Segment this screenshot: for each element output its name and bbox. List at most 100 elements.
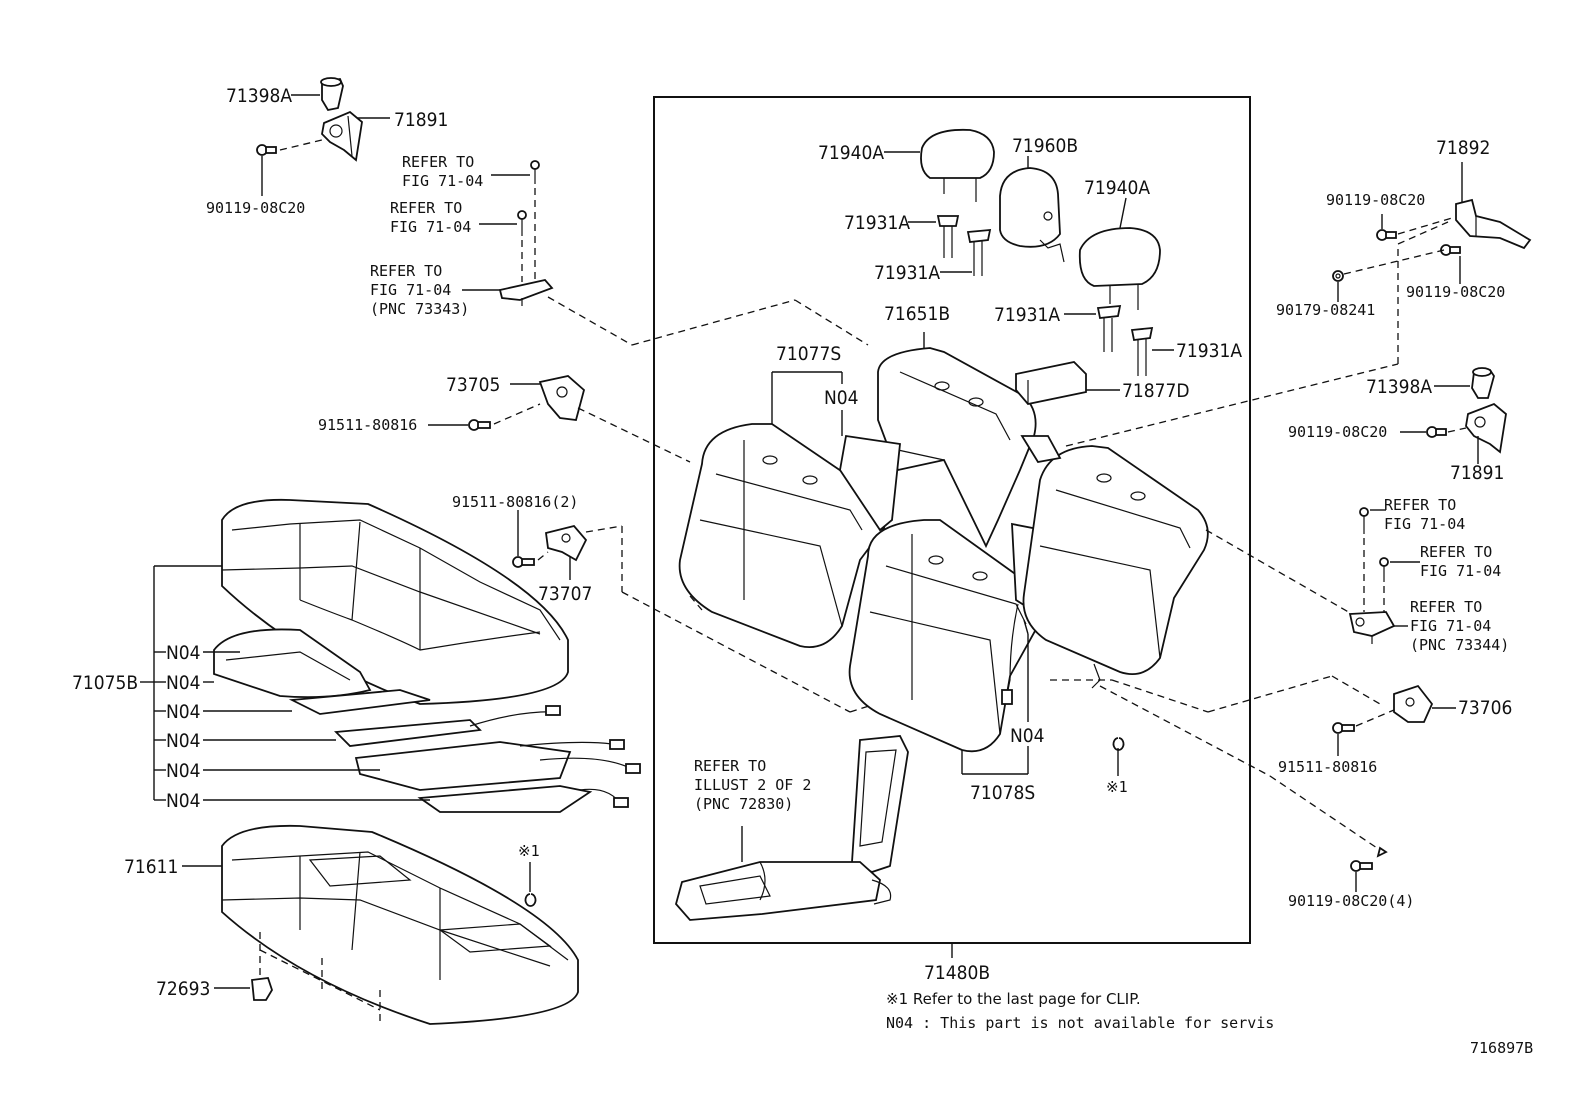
cushion-pad-2 bbox=[288, 689, 431, 715]
label-91511-left: 91511-80816 bbox=[318, 416, 417, 434]
note-n04: N04 : This part is not available for ser… bbox=[886, 1014, 1274, 1032]
ref-b-line2: FIG 71-04 bbox=[390, 218, 471, 236]
ref-c-line3: (PNC 73343) bbox=[370, 300, 469, 318]
clip-icon-left bbox=[524, 893, 537, 907]
bracket-71891-right bbox=[1465, 402, 1507, 454]
support-71931A-2 bbox=[966, 228, 992, 276]
armrest-72830 bbox=[675, 735, 909, 921]
label-71892: 71892 bbox=[1436, 137, 1490, 159]
label-71940A-2: 71940A bbox=[1084, 177, 1150, 199]
label-73707: 73707 bbox=[538, 583, 592, 605]
label-clip-left: ※1 bbox=[518, 842, 540, 860]
label-90119-r1: 90119-08C20 bbox=[1326, 191, 1425, 209]
label-n04-6: N04 bbox=[166, 790, 201, 812]
clip-72693 bbox=[251, 977, 273, 1001]
ref-a-line2: FIG 71-04 bbox=[402, 172, 483, 190]
label-n04-3: N04 bbox=[166, 701, 201, 723]
label-71078S: 71078S bbox=[970, 782, 1035, 804]
ref-g-line1: REFER TO bbox=[1410, 598, 1482, 616]
headrest-71940A-right bbox=[1078, 227, 1161, 310]
ref-f-line1: REFER TO bbox=[1420, 543, 1492, 561]
ref-c-line2: FIG 71-04 bbox=[370, 281, 451, 299]
label-73705: 73705 bbox=[446, 374, 500, 396]
bolt-91511-right bbox=[1332, 722, 1355, 734]
screw-ref-a bbox=[530, 160, 540, 184]
ref-c-line1: REFER TO bbox=[370, 262, 442, 280]
screw-ref-b bbox=[517, 210, 527, 236]
label-71877D: 71877D bbox=[1122, 380, 1190, 402]
support-71931A-4 bbox=[1130, 326, 1154, 376]
bolt-90119-r1 bbox=[1376, 229, 1397, 241]
heater-mat-2 bbox=[354, 739, 641, 791]
bolt-90119-r2 bbox=[1440, 244, 1461, 256]
label-90119-r4: 90119-08C20(4) bbox=[1288, 892, 1414, 910]
label-71931A-1: 71931A bbox=[844, 212, 910, 234]
bracket-71892 bbox=[1455, 198, 1532, 250]
label-n04-1: N04 bbox=[166, 642, 201, 664]
label-71931A-4: 71931A bbox=[1176, 340, 1242, 362]
seat-cushion-cover-71611 bbox=[221, 824, 579, 1025]
support-71931A-1 bbox=[936, 215, 960, 258]
ref-e-line2: FIG 71-04 bbox=[1384, 515, 1465, 533]
label-71651B: 71651B bbox=[884, 303, 950, 325]
pad-n04-center bbox=[839, 434, 901, 532]
label-91511-2: 91511-80816(2) bbox=[452, 493, 578, 511]
ref-b-line1: REFER TO bbox=[390, 199, 462, 217]
bolt-90119-left bbox=[256, 144, 277, 156]
bracket-73706 bbox=[1393, 684, 1434, 723]
seatback-right-71078S bbox=[848, 519, 1045, 753]
bolt-91511-left bbox=[468, 419, 491, 431]
ref-f-line2: FIG 71-04 bbox=[1420, 562, 1501, 580]
bolt-90119-r3 bbox=[1426, 426, 1447, 438]
label-71960B: 71960B bbox=[1012, 135, 1078, 157]
ref-g-line3: (PNC 73344) bbox=[1410, 636, 1509, 654]
label-clip-middle: ※1 bbox=[1106, 778, 1128, 796]
bracket-73707 bbox=[545, 524, 588, 562]
base-plate-73344 bbox=[1348, 611, 1396, 644]
ref-a-line1: REFER TO bbox=[402, 153, 474, 171]
label-90119-r3: 90119-08C20 bbox=[1288, 423, 1387, 441]
ref-e-line1: REFER TO bbox=[1384, 496, 1456, 514]
label-71931A-3: 71931A bbox=[994, 304, 1060, 326]
seatback-far-right bbox=[1022, 445, 1209, 689]
label-71398A-right: 71398A bbox=[1366, 376, 1432, 398]
screw-ref-e bbox=[1359, 507, 1369, 534]
label-71611: 71611 bbox=[124, 856, 178, 878]
label-n04-a: N04 bbox=[824, 387, 859, 409]
label-90119-left: 90119-08C20 bbox=[206, 199, 305, 217]
bracket-73705 bbox=[538, 375, 586, 421]
heater-mat-3 bbox=[417, 785, 629, 813]
label-71891-right: 71891 bbox=[1450, 462, 1504, 484]
arrow-head-icon bbox=[1376, 846, 1388, 858]
label-73706: 73706 bbox=[1458, 697, 1512, 719]
label-90119-r2: 90119-08C20 bbox=[1406, 283, 1505, 301]
screw-ref-f bbox=[1379, 557, 1389, 582]
ref-d-line1: REFER TO bbox=[694, 757, 766, 775]
figure-id: 716897B bbox=[1470, 1039, 1533, 1057]
seatback-left-71077S bbox=[678, 423, 887, 648]
cushion-pad-1 bbox=[213, 628, 372, 699]
headrest-71960B bbox=[999, 167, 1065, 263]
label-71891-left: 71891 bbox=[394, 109, 448, 131]
label-71075B: 71075B bbox=[72, 672, 138, 694]
label-n04-b: N04 bbox=[1010, 725, 1045, 747]
bolt-90119-r4 bbox=[1350, 860, 1373, 872]
seatback-frame-71651B bbox=[877, 347, 1037, 549]
nut-90179 bbox=[1332, 270, 1344, 282]
label-91511-right: 91511-80816 bbox=[1278, 758, 1377, 776]
ref-d-line3: (PNC 72830) bbox=[694, 795, 793, 813]
clip-71398A-left bbox=[320, 77, 344, 112]
label-71940A-1: 71940A bbox=[818, 142, 884, 164]
support-71931A-3 bbox=[1096, 304, 1122, 352]
label-n04-2: N04 bbox=[166, 672, 201, 694]
label-71931A-2: 71931A bbox=[874, 262, 940, 284]
ref-g-line2: FIG 71-04 bbox=[1410, 617, 1491, 635]
bracket-71891-left bbox=[321, 110, 363, 162]
bracket-center-lock bbox=[1020, 435, 1062, 463]
label-71480B: 71480B bbox=[924, 962, 990, 984]
ref-d-line2: ILLUST 2 OF 2 bbox=[694, 776, 811, 794]
headrest-71940A-left bbox=[920, 128, 995, 202]
label-n04-4: N04 bbox=[166, 730, 201, 752]
label-n04-5: N04 bbox=[166, 760, 201, 782]
